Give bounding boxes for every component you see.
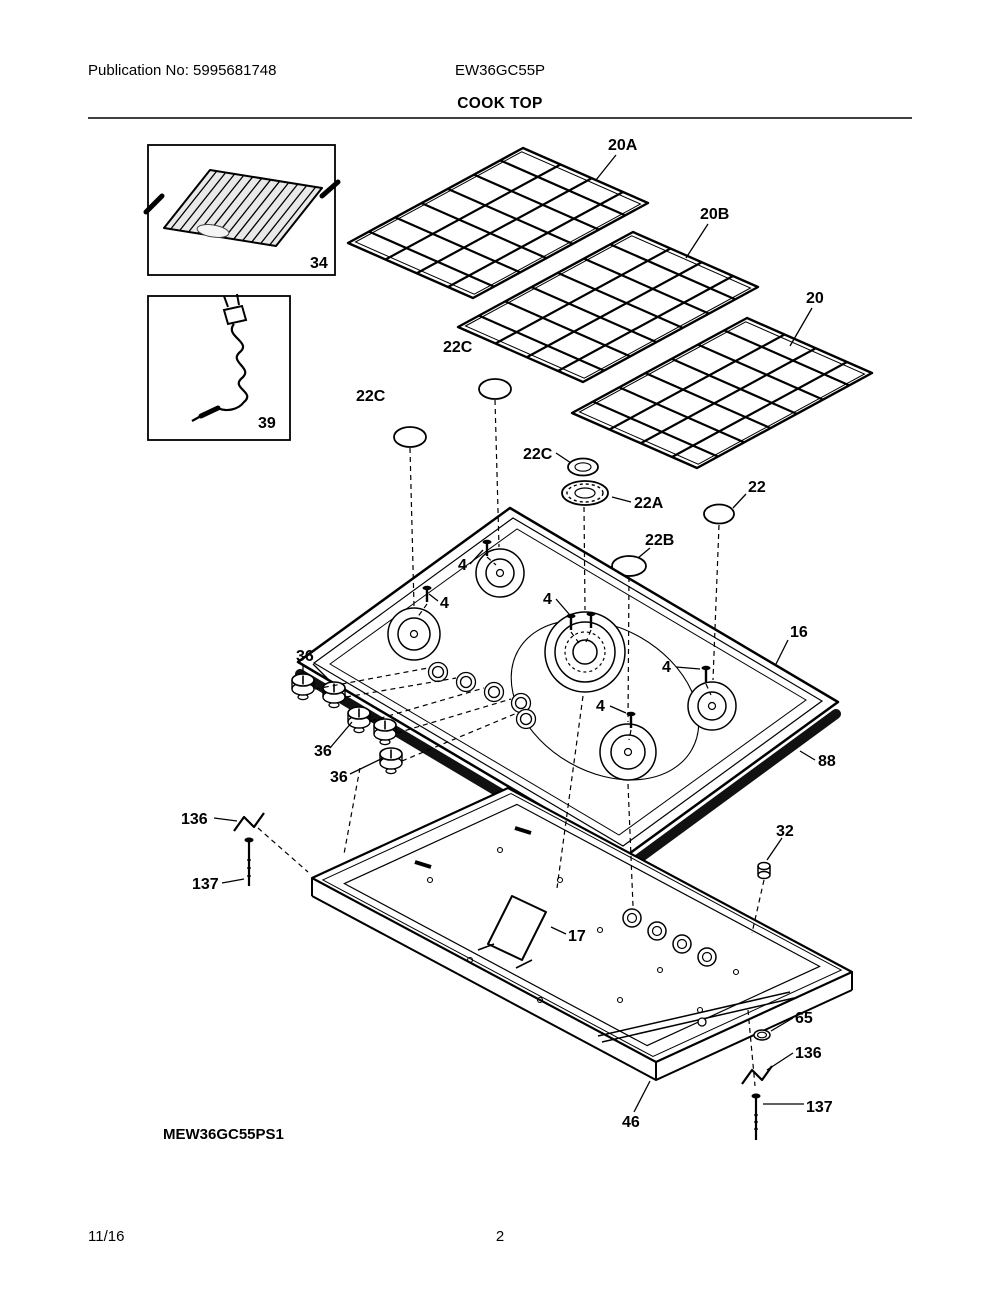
power-cord-box (147, 293, 291, 441)
callout-32: 32 (776, 823, 794, 840)
burner-box-46 (310, 786, 854, 1082)
section-title: COOK TOP (457, 95, 543, 112)
callout-20A: 20A (608, 137, 638, 154)
assembly-dashed-lines (257, 399, 765, 1087)
callout-22A: 22A (634, 495, 664, 512)
burner-cap-22c (478, 378, 512, 400)
callout-39: 39 (258, 415, 276, 432)
burner-cap-22c (393, 426, 427, 448)
callout-36: 36 (314, 743, 332, 760)
callout-36: 36 (330, 769, 348, 786)
callout-137: 137 (806, 1099, 833, 1116)
callout-136: 136 (181, 811, 208, 828)
cooktop-surface-16 (296, 506, 840, 858)
callout-4: 4 (596, 698, 605, 715)
bracket-136-right (741, 1065, 773, 1085)
grommet-32 (757, 861, 771, 880)
burner-ring-22 (703, 503, 735, 525)
griddle-box (143, 144, 341, 276)
manifold-pipe (597, 991, 795, 1043)
diagram-model-label: MEW36GC55PS1 (163, 1126, 284, 1143)
bracket-17 (477, 895, 547, 969)
burner-ring-22b (611, 555, 647, 577)
burner-right (687, 681, 737, 731)
callout-4: 4 (440, 595, 449, 612)
callout-4: 4 (662, 659, 671, 676)
bracket-136-left (233, 812, 265, 832)
callout-46: 46 (622, 1114, 640, 1131)
callout-22: 22 (748, 479, 766, 496)
burner-caps (393, 378, 735, 577)
knob-holes (427, 661, 537, 730)
callout-4: 4 (543, 591, 552, 608)
burner-front (599, 723, 657, 781)
small-parts (233, 812, 773, 1140)
callout-22C: 22C (523, 446, 553, 463)
leader-lines (213, 154, 816, 1113)
footer-page-number: 2 (495, 1228, 505, 1245)
burner-center (544, 611, 626, 693)
callout-36: 36 (296, 648, 314, 665)
callout-16: 16 (790, 624, 808, 641)
callout-layer: 34 39 20A 20B 20 22C 22C 22C 22A 22 22B 16 4 4 4 4 4 36 36… (181, 137, 836, 1131)
nut-65 (753, 1029, 771, 1041)
burner-left (387, 607, 441, 661)
burner-top (475, 548, 525, 598)
callout-22C: 22C (356, 388, 386, 405)
footer-date: 11/16 (88, 1228, 125, 1245)
callout-88: 88 (818, 753, 836, 770)
callout-17: 17 (568, 928, 586, 945)
screw-137-right (751, 1093, 761, 1140)
screw-137-left (244, 837, 254, 886)
callout-65: 65 (795, 1010, 813, 1027)
burner-assembly-22a (561, 457, 609, 506)
callout-22C: 22C (443, 339, 473, 356)
callout-22B: 22B (645, 532, 674, 549)
callout-4: 4 (458, 557, 467, 574)
publication-number: Publication No: 5995681748 (88, 62, 277, 79)
model-number: EW36GC55P (455, 62, 546, 79)
callout-20: 20 (806, 290, 824, 307)
power-cord (191, 293, 249, 423)
callout-34: 34 (310, 255, 328, 272)
box-holes (426, 846, 740, 1014)
callout-136: 136 (795, 1045, 822, 1062)
callout-137: 137 (192, 876, 219, 893)
callout-20B: 20B (700, 206, 729, 223)
